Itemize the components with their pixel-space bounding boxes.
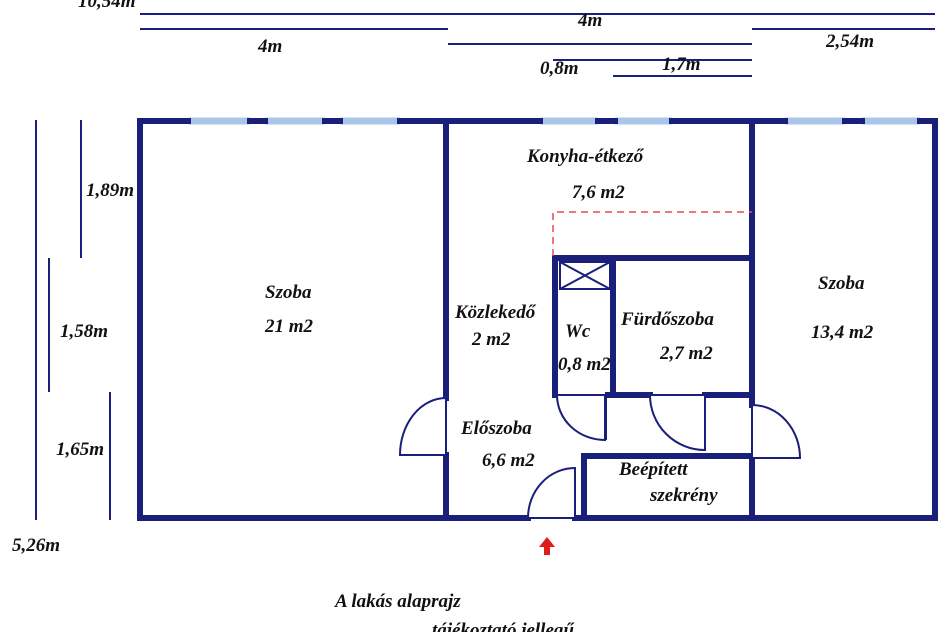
top-dimension-lines: [140, 13, 935, 77]
doors: [398, 394, 802, 519]
dim-height-bottom: 1,65m: [56, 439, 104, 460]
kitchen-name: Konyha-étkező: [526, 146, 645, 167]
door-entrance: [526, 466, 576, 519]
door-wc: [555, 394, 606, 442]
left-dimension-lines: [35, 120, 111, 520]
wc-name: Wc: [565, 321, 591, 342]
dim-right-room-width: 2,54m: [825, 31, 874, 52]
entrance-arrow-icon: [539, 537, 555, 555]
dim-left-room-width: 4m: [257, 36, 282, 57]
door-bathroom: [648, 394, 706, 452]
wc-area: 0,8 m2: [558, 354, 611, 375]
kitchen-boundary-dashed: [552, 211, 752, 256]
right-room-name: Szoba: [818, 273, 865, 294]
right-room-area: 13,4 m2: [811, 322, 874, 343]
dim-total-height: 5,26m: [12, 535, 60, 556]
caption-line2: tájékoztató jellegű: [432, 620, 575, 632]
dim-height-mid: 1,58m: [60, 321, 108, 342]
dim-height-top: 1,89m: [86, 180, 134, 201]
dim-total-width: 10,54m: [78, 0, 136, 12]
caption-line1: A lakás alaprajz: [334, 591, 461, 612]
closet-label-line1: Beépített: [618, 459, 688, 480]
entry-hall-area: 6,6 m2: [482, 450, 535, 471]
bathroom-area: 2,7 m2: [659, 343, 713, 364]
bathroom-name: Fürdőszoba: [620, 309, 714, 330]
kitchen-area: 7,6 m2: [572, 182, 625, 203]
corridor-name: Közlekedő: [454, 302, 537, 323]
dim-wc-bath-width: 1,7m: [662, 54, 701, 75]
closet-label-line2: szekrény: [649, 485, 718, 506]
door-left-room: [398, 396, 447, 456]
ventilation-icon: [559, 261, 611, 290]
entry-hall-name: Előszoba: [460, 418, 532, 439]
dim-kitchen-width: 4m: [577, 10, 602, 31]
left-room-name: Szoba: [265, 282, 312, 303]
dim-hall-width: 0,8m: [540, 58, 579, 79]
left-room-area: 21 m2: [264, 316, 314, 337]
walls: [137, 118, 938, 521]
door-right-room: [751, 403, 802, 459]
corridor-area: 2 m2: [471, 329, 511, 350]
